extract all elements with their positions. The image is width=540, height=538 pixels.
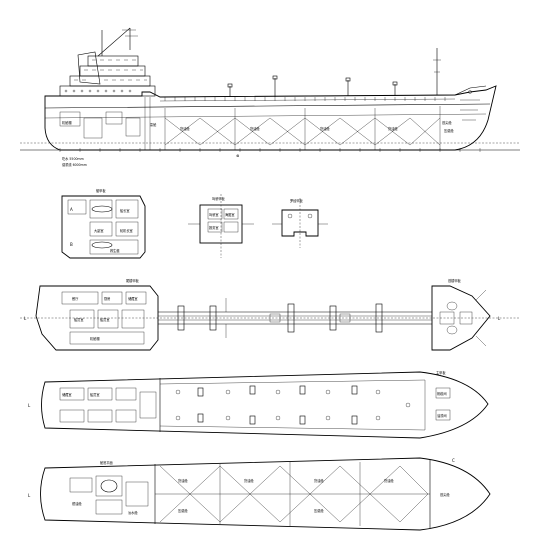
freeboard-label-b: 载重线 6000mm <box>62 162 87 167</box>
title-tank-plan: 舱底平面 <box>100 460 113 465</box>
label-crew-1: 船员室 <box>74 317 84 322</box>
label-galley: 厨房 <box>104 296 110 301</box>
tank-manholes <box>175 389 411 421</box>
catwalk-pipe-rack <box>158 298 432 338</box>
label-crew-2: 船员室 <box>100 317 110 322</box>
label-chart-room: 海图室 <box>225 212 235 217</box>
label-cargo-tank-top-3: 货油舱 <box>314 478 324 483</box>
label-lifeboat-1: 救生艇 <box>110 248 120 253</box>
centerline-mark-fore: L <box>498 316 501 321</box>
tank-top-truss <box>159 465 429 495</box>
label-fore-peak: 首尖舱 <box>442 120 452 125</box>
title-forecastle-deck: 首楼甲板 <box>448 278 462 283</box>
bow-structure <box>454 85 487 121</box>
aft-superstructure <box>59 27 156 150</box>
centerline-mark-tank: L <box>28 493 31 498</box>
label-cargo-tank-2: 货油舱 <box>250 126 260 131</box>
centerline-mark-aft: L <box>24 316 27 321</box>
label-cargo-tank-1: 货油舱 <box>180 126 190 131</box>
label-fresh-water: 淡水舱 <box>128 510 138 515</box>
label-fuel-tank: 燃油舱 <box>72 501 82 506</box>
main-deck-plan: 主甲板 储藏室 船员室 帆缆间 油漆间 L <box>28 370 489 439</box>
title-bridge-deck: 驾驶甲板 <box>212 196 226 201</box>
main-deck-line <box>44 103 491 109</box>
label-ballast: 压载舱 <box>444 128 454 133</box>
centerline-mark-main: L <box>28 403 31 408</box>
label-cargo-tank-top-4: 货油舱 <box>384 478 394 483</box>
label-crew-main: 船员室 <box>90 392 100 397</box>
section-mark-a: A <box>70 207 73 212</box>
deck-railing <box>159 94 456 102</box>
label-fore-peak-tank: 首尖舱 <box>440 492 450 497</box>
tank-top-plan: 舱底平面 货油舱 货油舱 货油舱 货油舱 压载舱 压载舱 燃油舱 淡水舱 首尖舱… <box>28 457 491 531</box>
title-main-deck: 主甲板 <box>436 370 446 375</box>
section-mark-c: C <box>452 458 455 463</box>
forecastle-deck-plan: 首楼甲板 L <box>431 278 501 351</box>
cargo-tank-bulkheads <box>164 106 441 150</box>
label-cargo-tank-4: 货油舱 <box>388 126 398 131</box>
bridge-deck-plan: A B 船长室 轮机长室 大副室 救生艇 艇甲板 <box>61 188 146 259</box>
label-cargo-tank-3: 货油舱 <box>320 126 330 131</box>
tween-deck-line <box>44 113 487 119</box>
section-mark-b: B <box>70 242 73 247</box>
midship-mark: ⊗ <box>236 153 239 158</box>
title-poop-deck: 尾楼甲板 <box>126 278 140 283</box>
funnel <box>77 51 101 85</box>
label-engine-casing: 机舱棚 <box>90 336 100 341</box>
hull-outline <box>44 85 497 151</box>
label-pump-room: 泵舱 <box>150 122 157 127</box>
wheelhouse-plan: 驾驶甲板 驾驶室 海图室 报务室 <box>188 194 254 258</box>
fore-mast <box>433 48 441 95</box>
freeboard-label-a: 吃水 5500mm <box>62 156 84 161</box>
frame-ticks <box>59 148 481 152</box>
label-bosun-store: 帆缆间 <box>437 391 447 396</box>
label-ballast-1: 压载舱 <box>178 508 188 513</box>
deck-valves <box>197 385 358 425</box>
label-cargo-tank-top-2: 货油舱 <box>244 478 254 483</box>
profile-elevation: 货油舱 货油舱 货油舱 货油舱 泵舱 首尖舱 压载舱 机舱棚 ⊗ 吃水 5500… <box>20 27 520 167</box>
label-paint-store: 油漆间 <box>437 413 447 418</box>
label-engine: 机舱棚 <box>62 120 72 125</box>
label-ballast-2: 压载舱 <box>314 508 324 513</box>
label-wheelhouse: 驾驶室 <box>209 212 219 217</box>
title-compass-deck: 罗经甲板 <box>290 198 304 203</box>
label-cargo-tank-top-1: 货油舱 <box>178 478 188 483</box>
label-chief-eng: 轮机长室 <box>120 228 133 233</box>
label-officer: 大副室 <box>94 228 104 233</box>
label-captain: 船长室 <box>120 208 130 213</box>
deck-posts <box>227 75 398 97</box>
title-boat-deck: 艇甲板 <box>96 188 106 193</box>
label-store-main: 储藏室 <box>62 392 72 397</box>
label-mess: 餐厅 <box>72 296 79 301</box>
label-radio-room: 报务室 <box>209 225 219 230</box>
label-store-aft: 储藏室 <box>128 296 138 301</box>
compass-deck-plan: 罗经甲板 <box>272 198 328 248</box>
